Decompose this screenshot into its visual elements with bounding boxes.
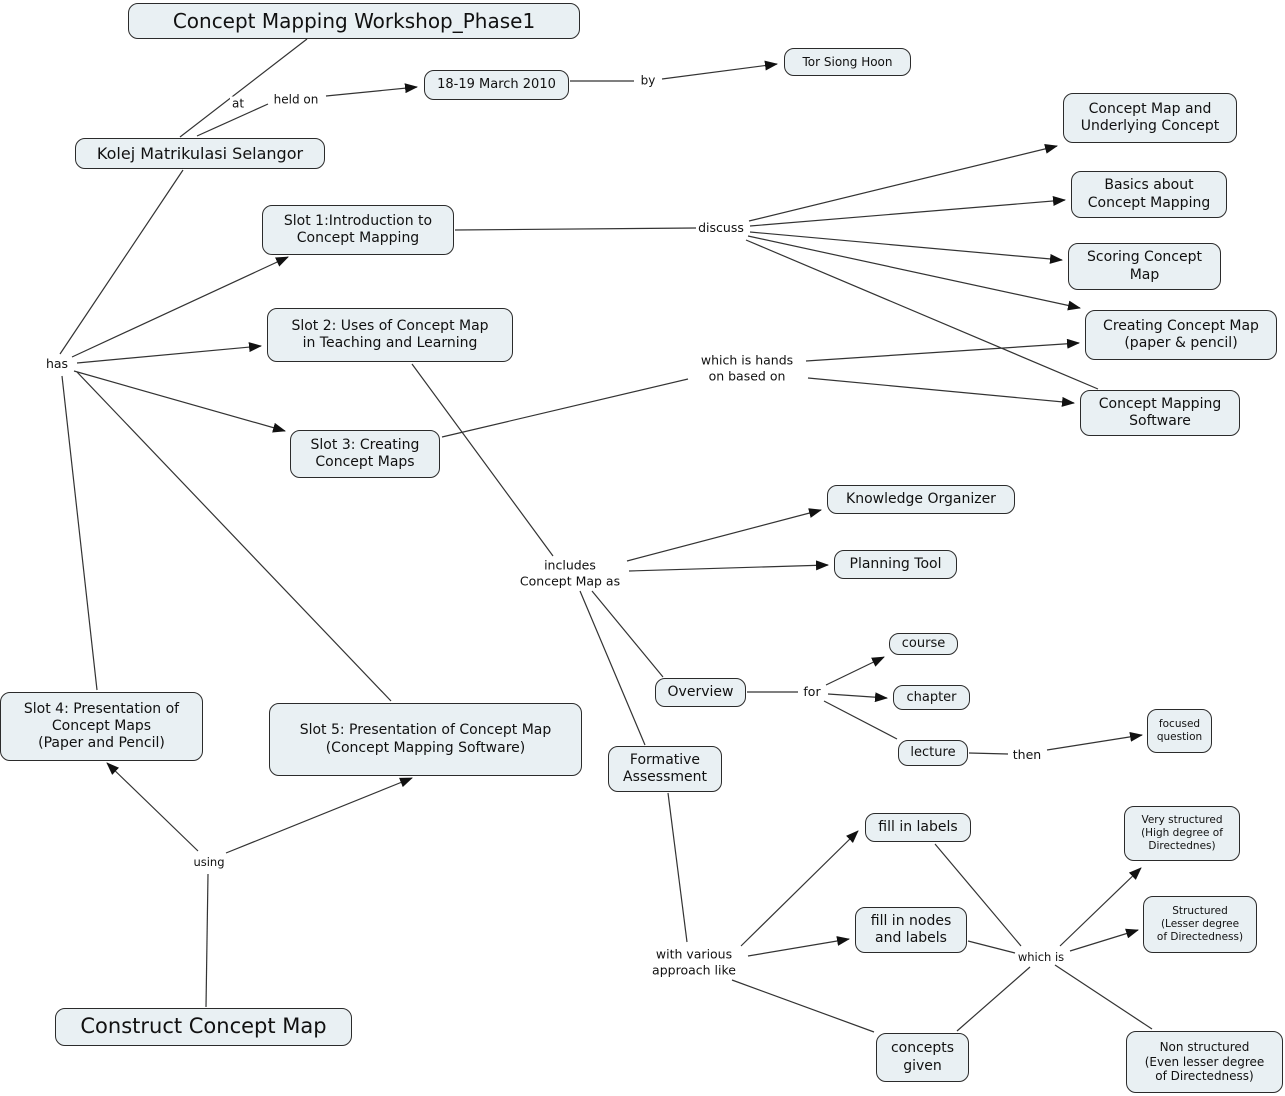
- edge-line: [749, 196, 1066, 227]
- link-label-discuss[interactable]: discuss: [696, 220, 746, 236]
- concept-node-course[interactable]: course: [889, 633, 958, 655]
- concept-node-kolej-matrikulasi-selangor[interactable]: Kolej Matrikulasi Selangor: [75, 138, 325, 169]
- edge-line: [1059, 867, 1142, 947]
- edge-line: [106, 762, 199, 852]
- concept-node-date[interactable]: 18-19 March 2010: [424, 70, 569, 100]
- concept-node-slot5[interactable]: Slot 5: Presentation of Concept Map (Con…: [269, 703, 582, 776]
- edge-line: [956, 966, 1031, 1032]
- link-label-for[interactable]: for: [801, 684, 823, 700]
- edge-line: [61, 375, 98, 691]
- edge-line: [934, 843, 1022, 947]
- edge-line: [1046, 731, 1143, 751]
- concept-node-knowledge-organizer[interactable]: Knowledge Organizer: [827, 485, 1015, 514]
- edge-line: [967, 940, 1016, 954]
- edge-line: [823, 700, 898, 740]
- concept-node-concept-map-and-underlying-concept[interactable]: Concept Map and Underlying Concept: [1063, 93, 1237, 143]
- edge-line: [661, 60, 778, 80]
- edge-line: [579, 590, 646, 746]
- edge-line: [748, 143, 1058, 222]
- concept-node-fill-in-labels[interactable]: fill in labels: [865, 813, 971, 842]
- link-label-by[interactable]: by: [638, 73, 658, 89]
- edge-line: [667, 792, 688, 943]
- edge-line: [1069, 928, 1139, 952]
- edge-line: [827, 692, 888, 703]
- edge-line: [225, 777, 413, 854]
- concept-node-planning-tool[interactable]: Planning Tool: [834, 550, 957, 579]
- edge-line: [454, 227, 697, 231]
- edge-line: [968, 752, 1009, 755]
- edge-line: [807, 377, 1075, 407]
- concept-node-overview[interactable]: Overview: [655, 678, 746, 707]
- edge-line: [179, 38, 308, 138]
- concept-node-slot4[interactable]: Slot 4: Presentation of Concept Maps (Pa…: [0, 692, 203, 761]
- concept-node-slot2[interactable]: Slot 2: Uses of Concept Map in Teaching …: [267, 308, 513, 362]
- concept-node-scoring-concept-map[interactable]: Scoring Concept Map: [1068, 243, 1221, 290]
- edge-line: [1054, 964, 1153, 1030]
- edge-line: [825, 656, 885, 686]
- concept-node-focused-question[interactable]: focused question: [1147, 709, 1212, 753]
- concept-node-basics-about-concept-mapping[interactable]: Basics about Concept Mapping: [1071, 171, 1227, 218]
- edge-line: [76, 371, 392, 702]
- concept-node-creating-concept-map-paper-pencil[interactable]: Creating Concept Map (paper & pencil): [1085, 310, 1277, 360]
- edge-line: [411, 363, 554, 557]
- edge-line: [71, 256, 289, 358]
- edge-line: [591, 590, 664, 678]
- link-label-which-is-hands-on-based-on[interactable]: which is hands on based on: [698, 352, 796, 384]
- concept-node-chapter[interactable]: chapter: [893, 685, 970, 710]
- edge-line: [205, 873, 209, 1008]
- concept-node-very-structured[interactable]: Very structured (High degree of Directed…: [1124, 806, 1240, 861]
- concept-node-construct-concept-map[interactable]: Construct Concept Map: [55, 1008, 352, 1046]
- concept-node-non-structured[interactable]: Non structured (Even lesser degree of Di…: [1126, 1031, 1283, 1093]
- concept-node-concept-mapping-software[interactable]: Concept Mapping Software: [1080, 390, 1240, 436]
- link-label-using[interactable]: using: [191, 854, 227, 870]
- edge-line: [747, 235, 1081, 311]
- edge-line: [805, 338, 1080, 362]
- edge-line: [740, 830, 859, 947]
- edge-line: [325, 83, 418, 97]
- edge-line: [196, 103, 269, 137]
- edge-line: [73, 370, 286, 433]
- link-label-has[interactable]: has: [43, 356, 71, 372]
- link-label-which-is[interactable]: which is: [1015, 949, 1067, 965]
- edge-line: [441, 378, 689, 438]
- edge-line: [749, 231, 1063, 264]
- link-label-includes-concept-map-as[interactable]: includes Concept Map as: [517, 557, 623, 589]
- edge-line: [745, 239, 1099, 390]
- link-label-then[interactable]: then: [1010, 747, 1044, 763]
- link-label-with-various-approach-like[interactable]: with various approach like: [650, 946, 738, 978]
- concept-node-formative-assessment[interactable]: Formative Assessment: [608, 746, 722, 792]
- concept-node-slot1[interactable]: Slot 1:Introduction to Concept Mapping: [262, 205, 454, 255]
- concept-node-lecture[interactable]: lecture: [898, 740, 968, 766]
- link-label-held-on[interactable]: held on: [271, 92, 321, 108]
- edge-line: [628, 560, 829, 572]
- edge-line: [76, 342, 262, 364]
- concept-node-tor-siong-hoon[interactable]: Tor Siong Hoon: [784, 48, 911, 76]
- concept-node-concepts-given[interactable]: concepts given: [876, 1033, 969, 1082]
- edge-line: [59, 169, 184, 355]
- concept-node-workshop-title[interactable]: Concept Mapping Workshop_Phase1: [128, 3, 580, 39]
- concept-node-fill-in-nodes-and-labels[interactable]: fill in nodes and labels: [855, 907, 967, 953]
- concept-node-structured[interactable]: Structured (Lesser degree of Directednes…: [1143, 896, 1257, 953]
- edge-line: [731, 979, 875, 1033]
- edge-line: [747, 936, 850, 957]
- edge-line: [626, 508, 822, 562]
- concept-node-slot3[interactable]: Slot 3: Creating Concept Maps: [290, 430, 440, 478]
- link-label-at[interactable]: at: [229, 96, 247, 112]
